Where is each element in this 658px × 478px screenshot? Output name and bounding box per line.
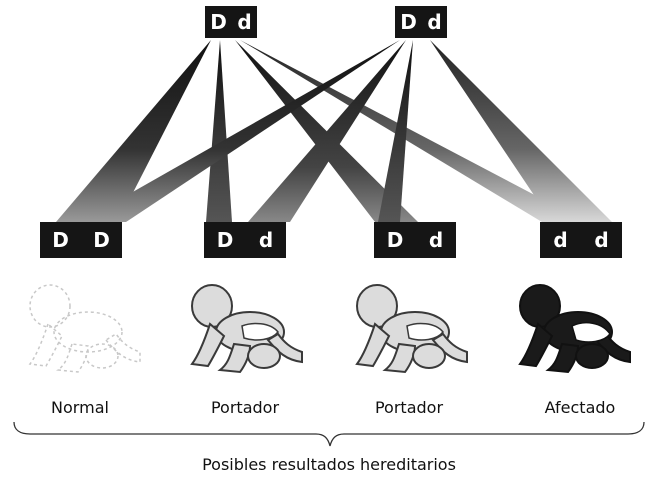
baby-affected-icon [520, 285, 630, 372]
outcome-label-normal: Normal [10, 398, 150, 417]
grouping-bracket [14, 422, 644, 446]
baby-carrier-icon [357, 285, 467, 372]
outcome-label-affected: Afectado [510, 398, 650, 417]
diagram-caption: Posibles resultados hereditarios [0, 455, 658, 474]
outcome-label-carrier: Portador [339, 398, 479, 417]
outcome-label-carrier: Portador [175, 398, 315, 417]
baby-normal-icon [30, 285, 140, 372]
baby-carrier-icon [192, 285, 302, 372]
